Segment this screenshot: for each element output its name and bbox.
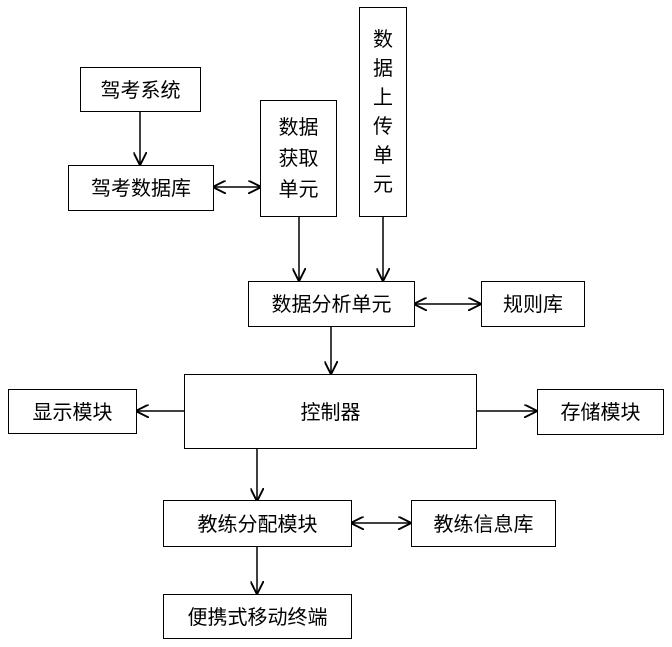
portable-mobile-terminal-label: 便携式移动终端 [188, 605, 328, 629]
driving-exam-db-label: 驾考数据库 [91, 176, 191, 200]
portable-mobile-terminal-box: 便携式移动终端 [163, 594, 352, 639]
rule-base-label: 规则库 [503, 292, 563, 316]
storage-module-label: 存储模块 [561, 400, 641, 424]
driving-exam-system-label: 驾考系统 [101, 78, 181, 102]
rule-base-box: 规则库 [481, 281, 585, 327]
driving-exam-system-box: 驾考系统 [80, 67, 201, 112]
coach-info-db-label: 教练信息库 [434, 512, 534, 536]
data-analysis-unit-label: 数据分析单元 [272, 292, 392, 316]
data-analysis-unit-box: 数据分析单元 [248, 281, 415, 327]
display-module-box: 显示模块 [8, 389, 137, 434]
controller-box: 控制器 [184, 374, 477, 449]
data-acquisition-unit-label: 数据获取单元 [274, 112, 324, 205]
coach-allocation-module-label: 教练分配模块 [198, 512, 318, 536]
display-module-label: 显示模块 [33, 400, 113, 424]
storage-module-box: 存储模块 [537, 389, 664, 435]
controller-label: 控制器 [301, 400, 361, 424]
driving-exam-db-box: 驾考数据库 [68, 165, 214, 211]
data-acquisition-unit-box: 数据获取单元 [260, 100, 337, 217]
coach-allocation-module-box: 教练分配模块 [163, 500, 352, 547]
data-upload-unit-box: 数据上传单元 [359, 7, 407, 217]
data-upload-unit-label: 数据上传单元 [372, 25, 394, 199]
coach-info-db-box: 教练信息库 [411, 500, 556, 547]
